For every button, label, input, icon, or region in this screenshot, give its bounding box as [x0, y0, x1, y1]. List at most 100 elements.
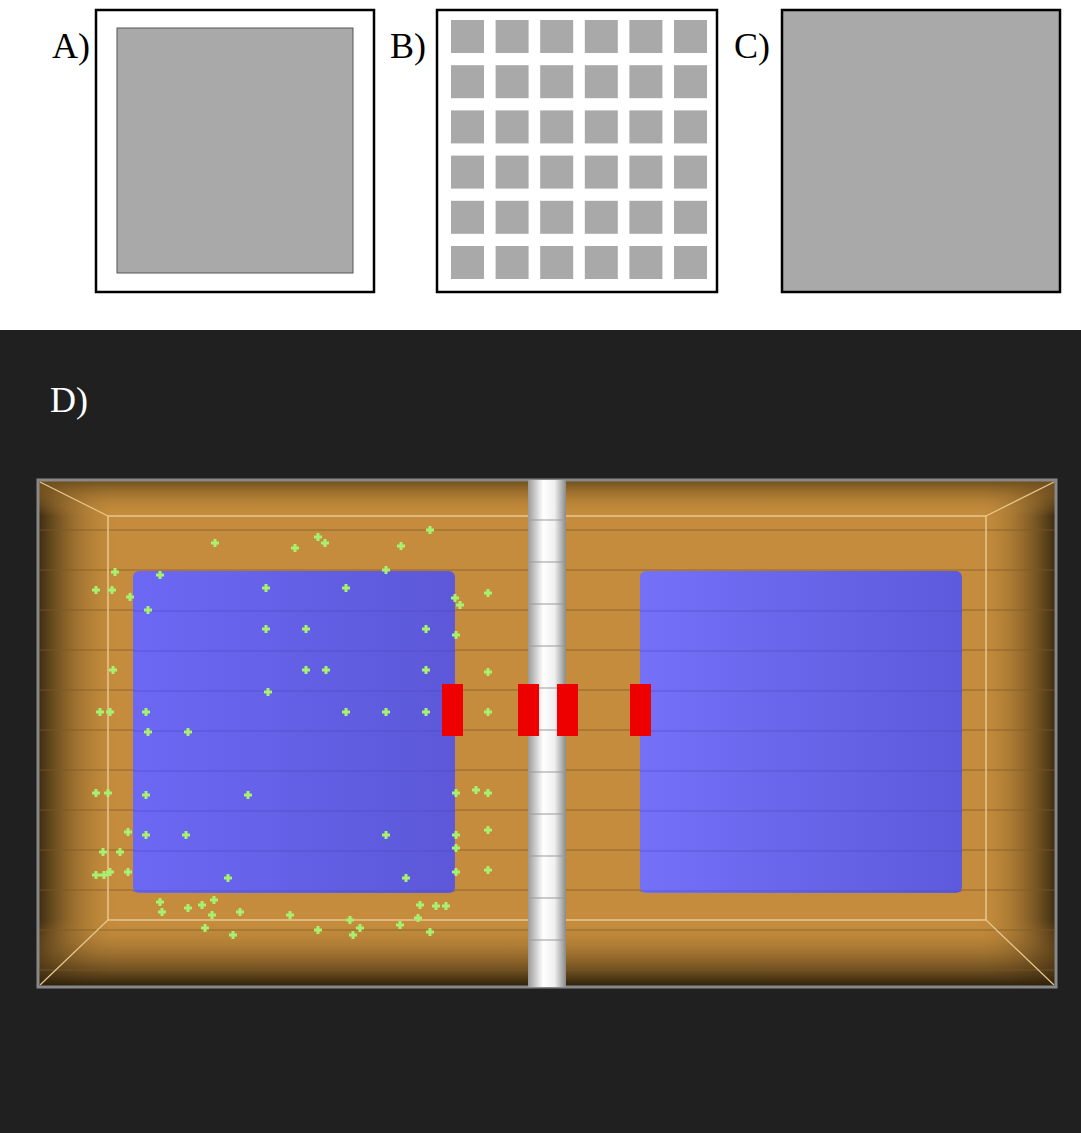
- green-dot: [452, 789, 460, 797]
- green-dot: [126, 593, 134, 601]
- divider-tick: [530, 562, 564, 563]
- green-dot: [314, 926, 322, 934]
- green-dot: [156, 898, 164, 906]
- green-dot: [182, 831, 190, 839]
- green-dot: [356, 924, 364, 932]
- grey-square: [451, 65, 484, 98]
- grey-square: [496, 201, 529, 234]
- green-dot: [456, 601, 464, 609]
- green-dot: [382, 708, 390, 716]
- green-dot: [396, 921, 404, 929]
- green-dot: [484, 789, 492, 797]
- wall-shade: [38, 480, 118, 987]
- green-dot: [484, 668, 492, 676]
- panel-frame: [96, 10, 374, 292]
- grey-square: [451, 20, 484, 53]
- floor-line: [640, 730, 962, 732]
- green-dot: [342, 708, 350, 716]
- floor-line: [640, 770, 962, 772]
- green-dot: [208, 911, 216, 919]
- wall-shade: [976, 480, 1056, 987]
- grey-square: [540, 20, 573, 53]
- grey-square: [585, 201, 618, 234]
- green-dot: [342, 584, 350, 592]
- green-dot: [451, 594, 459, 602]
- grey-square: [629, 20, 662, 53]
- dark-background: [0, 330, 1081, 1133]
- green-dot: [422, 666, 430, 674]
- panel-letter: B): [390, 28, 426, 64]
- grey-square: [496, 156, 529, 189]
- green-dot: [96, 708, 104, 716]
- floor-line: [640, 610, 962, 612]
- floor-line: [133, 770, 455, 772]
- grey-square: [585, 246, 618, 279]
- green-dot: [124, 828, 132, 836]
- green-dot: [262, 625, 270, 633]
- panel-letter: D): [50, 382, 88, 418]
- green-dot: [144, 606, 152, 614]
- red-markers: [442, 684, 651, 736]
- grey-square: [540, 156, 573, 189]
- grey-square: [629, 201, 662, 234]
- green-dot: [402, 874, 410, 882]
- grey-square: [585, 65, 618, 98]
- green-dot: [211, 539, 219, 547]
- grey-square: [451, 110, 484, 143]
- green-dot: [452, 831, 460, 839]
- green-dot: [99, 848, 107, 856]
- grey-square: [629, 156, 662, 189]
- grey-square: [496, 65, 529, 98]
- green-dot: [108, 586, 116, 594]
- floor-line: [133, 850, 455, 852]
- floor-line: [640, 650, 962, 652]
- green-dot: [224, 874, 232, 882]
- blue-square: [133, 571, 455, 893]
- panel-letter: C): [734, 28, 770, 64]
- grey-square: [540, 65, 573, 98]
- green-dot: [286, 911, 294, 919]
- green-dot: [484, 826, 492, 834]
- green-dot: [142, 831, 150, 839]
- green-dot: [262, 584, 270, 592]
- green-dot: [210, 896, 218, 904]
- green-dot: [484, 708, 492, 716]
- grey-square: [496, 110, 529, 143]
- green-dot: [111, 568, 119, 576]
- divider-tick: [530, 898, 564, 899]
- grey-square: [451, 156, 484, 189]
- floor-line: [133, 810, 455, 812]
- green-dot: [349, 931, 357, 939]
- divider-tick: [530, 646, 564, 647]
- green-dot: [414, 914, 422, 922]
- floor-line: [133, 650, 455, 652]
- green-dot: [92, 789, 100, 797]
- green-dot: [244, 791, 252, 799]
- floor-line: [640, 890, 962, 892]
- divider-tick: [530, 856, 564, 857]
- grey-square: [629, 246, 662, 279]
- green-dot: [382, 831, 390, 839]
- grey-square: [496, 20, 529, 53]
- blue-square: [640, 571, 962, 893]
- green-dot: [124, 868, 132, 876]
- green-dot: [236, 908, 244, 916]
- green-dot: [426, 526, 434, 534]
- green-dot: [264, 688, 272, 696]
- divider-tick: [530, 940, 564, 941]
- floor-line: [133, 730, 455, 732]
- floor-line: [640, 690, 962, 692]
- green-dot: [452, 631, 460, 639]
- divider-tick: [530, 520, 564, 521]
- grey-square: [540, 110, 573, 143]
- divider-tick: [530, 604, 564, 605]
- grey-square: [496, 246, 529, 279]
- green-dot: [302, 666, 310, 674]
- green-dot: [92, 871, 100, 879]
- grey-square-grid: [451, 20, 707, 279]
- arena-border: [38, 480, 1056, 987]
- grey-square: [674, 65, 707, 98]
- green-dot: [116, 848, 124, 856]
- green-dot: [314, 533, 322, 541]
